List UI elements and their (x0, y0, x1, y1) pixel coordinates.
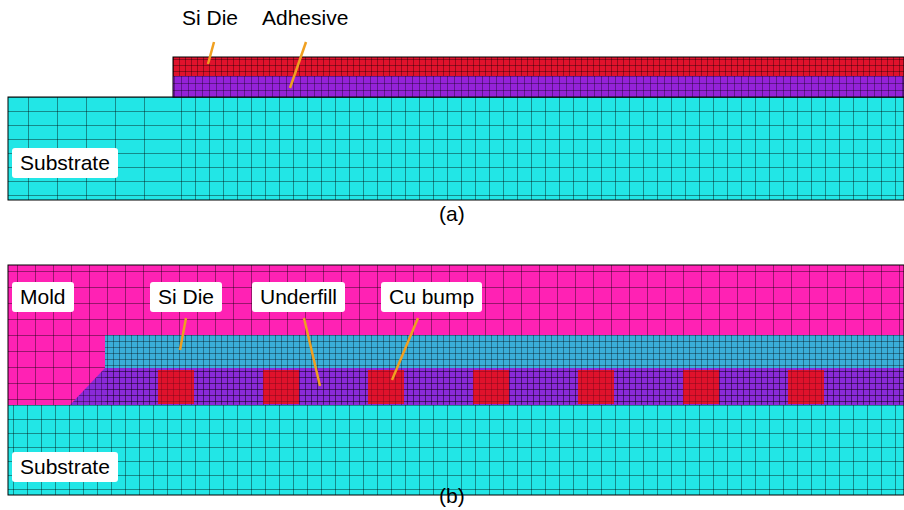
si-die-mesh (105, 335, 904, 368)
substrate-mesh (173, 97, 904, 200)
part-name: Adhesive (262, 6, 348, 30)
adhesive-region (173, 76, 904, 97)
si-die-region (173, 57, 904, 76)
leader-line (392, 318, 418, 380)
substrate-mesh (8, 97, 173, 200)
bump-mesh (105, 370, 904, 404)
panel-label: (b) (439, 484, 465, 508)
mold-region (8, 265, 904, 405)
panel-outline (8, 265, 904, 495)
substrate-mesh (8, 405, 904, 495)
part-name: Cu bump (381, 282, 482, 312)
substrate-outline (8, 97, 904, 200)
part-name: Si Die (182, 6, 238, 30)
part-name: Substrate (12, 452, 118, 482)
leader-line (290, 42, 306, 88)
die-outline (173, 57, 904, 97)
substrate-region (8, 405, 904, 495)
leader-line (180, 318, 186, 350)
leader-line (304, 318, 320, 386)
part-name: Substrate (12, 148, 118, 178)
leader-line (208, 42, 214, 64)
part-name: Underfill (252, 282, 345, 312)
adhesive-mesh (173, 76, 904, 97)
substrate-region (8, 97, 904, 200)
panel-label: (a) (439, 202, 465, 226)
mold-mesh (8, 265, 904, 405)
si-die-mesh (173, 57, 904, 76)
part-name: Mold (12, 282, 74, 312)
underfill-region (105, 368, 904, 405)
part-name: Si Die (150, 282, 222, 312)
si-die-region (105, 335, 904, 368)
underfill-mesh (70, 368, 904, 405)
